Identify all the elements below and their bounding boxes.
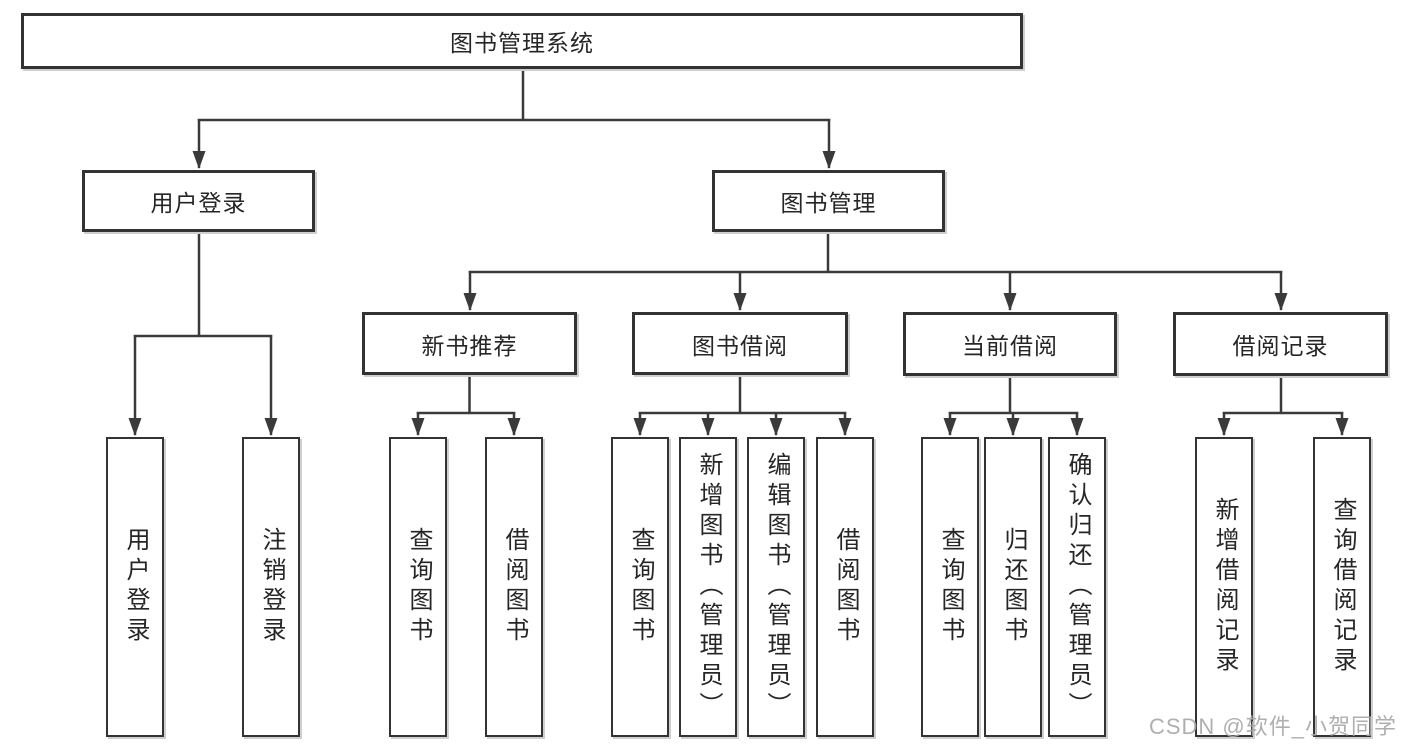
node-user-login: 用户登录 bbox=[82, 170, 315, 232]
node-label: 新书推荐 bbox=[421, 332, 518, 359]
node-label: 图书管理系统 bbox=[450, 30, 594, 56]
node-label: 用户登录 bbox=[150, 190, 247, 216]
leaf-records-add-borrow-record: 新增借阅记录 bbox=[1195, 437, 1253, 737]
leaf-label: 新增图书（管理员） bbox=[695, 452, 722, 722]
leaf-label: 查询图书 bbox=[627, 527, 654, 647]
node-current-borrowing: 当前借阅 bbox=[903, 312, 1117, 376]
leaf-current-return-books: 归还图书 bbox=[984, 437, 1042, 737]
leaf-label: 注销登录 bbox=[258, 527, 285, 647]
watermark: CSDN @软件_小贺同学 bbox=[1148, 714, 1397, 739]
leaf-borrowing-query-books: 查询图书 bbox=[611, 437, 669, 737]
leaf-label: 编辑图书（管理员） bbox=[763, 452, 790, 722]
leaf-label: 归还图书 bbox=[1000, 527, 1027, 647]
node-borrowing-records: 借阅记录 bbox=[1173, 312, 1388, 376]
leaf-user-login: 用户登录 bbox=[106, 437, 164, 737]
node-label: 图书管理 bbox=[780, 190, 877, 216]
node-label: 图书借阅 bbox=[692, 332, 788, 359]
leaf-label: 新增借阅记录 bbox=[1211, 497, 1238, 677]
leaf-borrowing-borrow-books: 借阅图书 bbox=[816, 437, 874, 737]
leaf-borrowing-add-books-admin: 新增图书（管理员） bbox=[679, 437, 737, 737]
node-book-management: 图书管理 bbox=[712, 170, 945, 232]
leaf-recommend-borrow-books: 借阅图书 bbox=[485, 437, 543, 737]
leaf-current-confirm-return-admin: 确认归还（管理员） bbox=[1048, 437, 1106, 737]
leaf-label: 用户登录 bbox=[122, 527, 149, 647]
leaf-current-query-books: 查询图书 bbox=[921, 437, 979, 737]
leaf-borrowing-edit-books-admin: 编辑图书（管理员） bbox=[747, 437, 805, 737]
leaf-records-query-borrow-record: 查询借阅记录 bbox=[1313, 437, 1371, 737]
leaf-label: 借阅图书 bbox=[501, 527, 528, 647]
node-new-book-recommendation: 新书推荐 bbox=[362, 312, 577, 375]
node-library-system: 图书管理系统 bbox=[21, 13, 1023, 69]
leaf-label: 查询图书 bbox=[937, 527, 964, 647]
leaf-label: 查询借阅记录 bbox=[1329, 497, 1356, 677]
leaf-recommend-query-books: 查询图书 bbox=[389, 437, 447, 737]
leaf-label: 确认归还（管理员） bbox=[1064, 452, 1091, 722]
node-label: 借阅记录 bbox=[1232, 333, 1329, 359]
node-label: 当前借阅 bbox=[962, 333, 1058, 359]
node-book-borrowing: 图书借阅 bbox=[632, 312, 848, 375]
leaf-label: 借阅图书 bbox=[832, 527, 859, 647]
leaf-label: 查询图书 bbox=[405, 527, 432, 647]
leaf-logout-login: 注销登录 bbox=[242, 437, 300, 737]
